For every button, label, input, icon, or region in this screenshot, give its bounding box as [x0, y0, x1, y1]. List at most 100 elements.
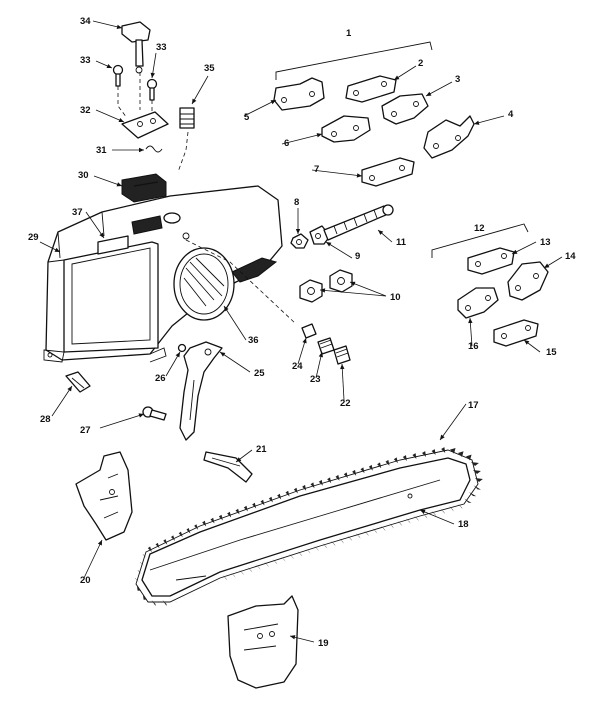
arrowhead: [326, 242, 332, 247]
oiler-block-30: [121, 173, 167, 203]
chain-tooth: [140, 562, 145, 566]
chain-tooth: [194, 524, 199, 530]
chain-tooth: [355, 532, 361, 539]
chain-tooth: [180, 594, 187, 600]
chain-tooth: [322, 542, 328, 549]
callout-29: 29: [28, 232, 39, 243]
arrowhead: [426, 91, 432, 96]
chain-tooth: [227, 511, 232, 518]
arrowhead: [316, 133, 322, 138]
callout-37: 37: [72, 207, 83, 218]
bracket-line-12: [431, 223, 529, 258]
chain-tooth: [285, 490, 290, 497]
guide-line: [117, 86, 128, 119]
chain-tooth: [457, 503, 463, 510]
callout-17: 17: [468, 400, 479, 411]
chain-tooth: [380, 525, 386, 532]
chain-tooth: [422, 451, 426, 457]
plug-35: [179, 107, 195, 129]
chain-tooth: [431, 510, 437, 517]
chain-tooth: [252, 502, 257, 509]
arrowhead: [350, 281, 356, 286]
arrowhead: [318, 352, 324, 358]
chain-tooth: [186, 527, 191, 534]
chain-tooth: [440, 508, 446, 514]
arrowhead: [420, 509, 426, 514]
leader-line: [349, 281, 387, 297]
link-3: [381, 93, 429, 125]
leader-line: [243, 99, 277, 117]
arrowhead: [106, 63, 112, 69]
chain-tooth: [238, 569, 245, 576]
chain-tooth: [338, 537, 344, 544]
arrowhead: [474, 120, 480, 125]
chain-tooth: [293, 487, 298, 494]
chain-tooth: [466, 454, 472, 461]
callout-10: 10: [390, 292, 401, 303]
arrowhead: [512, 249, 518, 254]
link-13: [467, 247, 515, 275]
chain-tooth: [473, 470, 481, 474]
chain-tooth: [163, 539, 168, 545]
chain-tooth: [310, 482, 315, 489]
chain-tooth: [473, 485, 481, 490]
leader-line: [51, 385, 73, 417]
callout-7: 7: [314, 164, 319, 175]
chain-tooth: [247, 566, 253, 573]
chain-tooth: [471, 462, 479, 466]
callout-13: 13: [540, 237, 551, 248]
screw-33-right: [146, 78, 158, 101]
chain-tooth: [172, 598, 178, 604]
spring-23: [317, 337, 335, 355]
leader-line: [311, 169, 363, 177]
arrowhead: [224, 306, 229, 312]
arrowhead: [175, 352, 180, 358]
spring-22: [333, 345, 351, 365]
arrowhead: [54, 247, 60, 252]
link-6: [321, 115, 371, 143]
arrowhead: [97, 540, 102, 546]
screw-33-left: [112, 64, 124, 87]
chain-tooth: [135, 578, 140, 582]
chain-tooth: [171, 535, 175, 541]
callout-18: 18: [458, 519, 469, 530]
leader-line: [419, 509, 455, 525]
callout-14: 14: [565, 251, 576, 262]
chain-tooth: [235, 508, 240, 515]
chain-tooth: [422, 512, 428, 519]
arrowhead: [378, 230, 384, 235]
arrowhead: [302, 338, 307, 344]
chain-tooth: [388, 522, 394, 529]
chain-tooth: [335, 474, 340, 481]
callout-33-left: 33: [80, 55, 91, 66]
chain-tooth: [413, 515, 419, 522]
leader-line: [473, 115, 505, 125]
saw-chain-17: [135, 447, 483, 606]
chain-tooth: [385, 459, 390, 466]
nut-8: [290, 233, 309, 249]
chain-tooth: [218, 514, 223, 521]
link-4: [423, 115, 475, 159]
chain-tooth: [197, 586, 203, 592]
callout-34: 34: [80, 16, 91, 27]
chain-tooth: [142, 554, 147, 558]
callout-33-right: 33: [156, 42, 167, 53]
leader-line: [319, 289, 387, 297]
arrowhead: [295, 229, 301, 234]
brake-band-21: [203, 451, 253, 483]
chain-tooth: [352, 469, 357, 476]
callout-36: 36: [248, 335, 259, 346]
chain-tooth: [464, 498, 472, 503]
label-plate-37: [97, 212, 181, 255]
chain-tooth: [147, 546, 152, 553]
link-5: [273, 77, 325, 111]
arrowhead: [192, 98, 197, 104]
chain-tooth: [363, 530, 369, 537]
leader-line: [83, 539, 103, 579]
callout-9: 9: [355, 251, 360, 262]
chain-tooth: [343, 472, 348, 479]
link-2: [345, 75, 397, 103]
callout-20: 20: [80, 575, 91, 586]
chain-tooth: [305, 548, 311, 554]
plate-19: [227, 595, 299, 689]
